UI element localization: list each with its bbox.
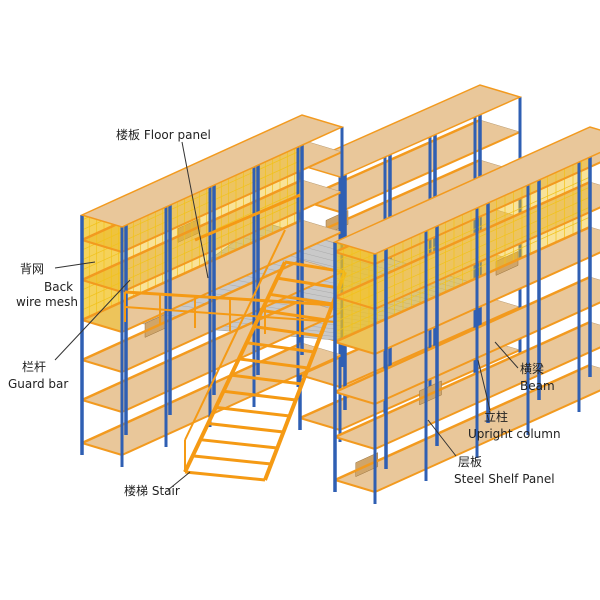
leader-back-wire-mesh [54, 261, 96, 269]
label-steel-shelf-panel-en: Steel Shelf Panel [454, 472, 555, 486]
beam [334, 251, 376, 265]
stair-step [192, 454, 272, 466]
stair-step [261, 308, 327, 322]
beam [374, 389, 600, 493]
stair-step [230, 373, 303, 386]
beam [81, 442, 123, 456]
beam [121, 271, 343, 373]
leader-beam [494, 341, 519, 369]
mesh-wire [334, 176, 591, 293]
beam [334, 363, 591, 482]
top-shelf-panel [297, 84, 523, 178]
stair-step [215, 405, 290, 418]
label-beam-en: Beam [520, 379, 555, 393]
label-back-wire-mesh-en2: wire mesh [16, 295, 78, 309]
beam [334, 296, 376, 310]
label-stair: 楼梯 Stair [124, 484, 180, 498]
beam [121, 151, 343, 253]
beam [81, 279, 123, 293]
stair-step [269, 292, 333, 306]
label-steel-shelf-panel-zh: 层板 [458, 455, 483, 469]
stair-step [200, 438, 278, 450]
top-shelf-panel [79, 114, 345, 228]
beam [81, 399, 123, 413]
beam [374, 161, 600, 265]
beam [334, 341, 376, 355]
label-floor-panel: 楼板 Floor panel [116, 128, 211, 142]
beam [81, 319, 123, 333]
stair-step [246, 341, 315, 354]
stair-stringer [183, 261, 287, 473]
beam [334, 479, 376, 493]
guard-bar [194, 193, 301, 242]
stair-handrail [184, 229, 286, 441]
beam [334, 436, 376, 450]
beam [81, 239, 123, 253]
beam [374, 251, 600, 355]
beam [374, 346, 600, 450]
beam [334, 180, 591, 299]
mesh-wire [334, 216, 591, 333]
label-back-wire-mesh-zh: 背网 [20, 262, 45, 276]
mesh-wire [334, 196, 591, 313]
label-upright-column-en: Upright column [468, 427, 561, 441]
label-back-wire-mesh-en1: Back [44, 280, 74, 294]
stair-step [238, 357, 309, 370]
beam [121, 191, 343, 293]
stair-step [277, 276, 340, 290]
stair-stringer [263, 271, 347, 481]
beam [121, 311, 343, 413]
beam [374, 206, 600, 310]
beam [334, 320, 591, 439]
top-shelf-panel [332, 126, 600, 255]
beam [334, 275, 591, 394]
leader-floor-panel [181, 141, 209, 279]
stair-step [207, 422, 284, 434]
stair-step [254, 325, 321, 338]
beam [121, 231, 343, 333]
stair-step [223, 389, 296, 402]
beam [81, 359, 123, 373]
back-wire-mesh [82, 215, 122, 332]
beam [81, 218, 303, 322]
mesh-wire [334, 186, 591, 303]
leader-steel-shelf-panel [427, 419, 457, 457]
label-guard-bar-en: Guard bar [8, 377, 69, 391]
mesh-wire [334, 206, 591, 323]
label-beam-zh: 横梁 [520, 362, 545, 376]
leader-upright-column [477, 359, 491, 411]
label-upright-column-zh: 立柱 [484, 410, 509, 424]
leader-guard-bar [54, 279, 131, 361]
back-wire-mesh [335, 242, 375, 354]
stair-step [184, 470, 266, 482]
label-guard-bar-zh: 栏杆 [22, 360, 47, 374]
leader-stair [167, 471, 191, 491]
beam [374, 301, 600, 405]
beam [81, 341, 303, 445]
beam [334, 225, 591, 344]
beam [81, 258, 303, 362]
beam [334, 391, 376, 405]
beam [81, 178, 303, 282]
